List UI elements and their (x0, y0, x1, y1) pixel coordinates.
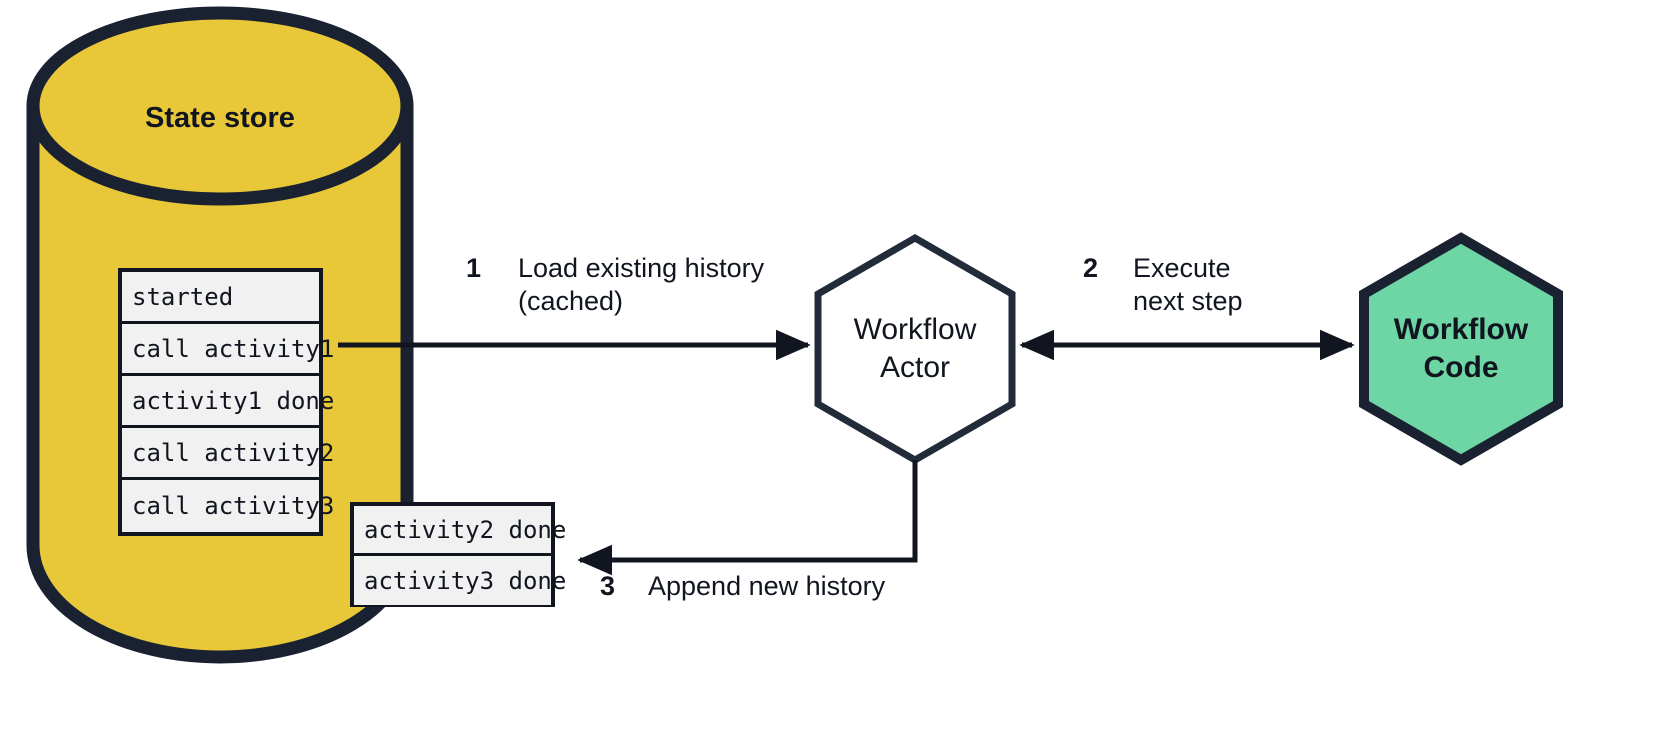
step-2-line1: Execute (1133, 253, 1231, 283)
history-row-2: activity1 done (122, 376, 334, 428)
history-row-1: call activity1 (122, 324, 334, 376)
step-2-number: 2 (1083, 253, 1099, 283)
workflow-code-hexagon (1359, 232, 1563, 466)
step-1-line2: (cached) (518, 286, 624, 316)
step-1-line1: Load existing history (518, 253, 765, 283)
arrow-append-history (577, 460, 918, 576)
appended-history-table: activity2 done activity3 done (350, 502, 566, 607)
appended-row-1: activity3 done (354, 556, 566, 605)
step-3-number: 3 (600, 571, 616, 601)
workflow-actor-hexagon (814, 233, 1016, 465)
cached-history-table: started call activity1 activity1 done ca… (118, 268, 334, 536)
appended-row-0: activity2 done (354, 506, 566, 556)
history-row-3: call activity2 (122, 428, 334, 480)
step-3-line1: Append new history (648, 571, 886, 601)
history-row-0: started (122, 272, 319, 324)
step-2-line2: next step (1133, 286, 1243, 316)
history-row-4: call activity3 (122, 480, 334, 532)
step-1-number: 1 (466, 253, 482, 283)
